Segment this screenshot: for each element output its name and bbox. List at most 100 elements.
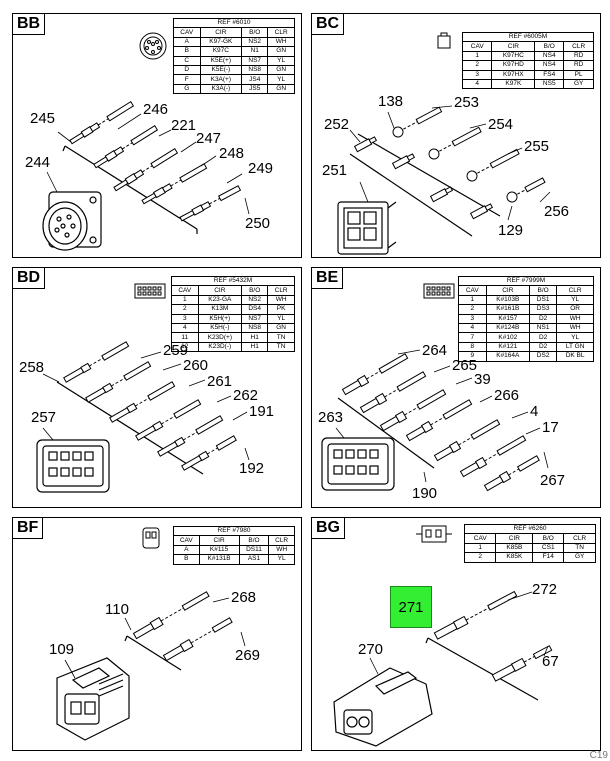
connector-face-icon [423,283,455,299]
panel-bc: BC [311,13,601,258]
col-header: CAV [173,27,201,38]
bc-leaders [349,105,551,221]
panel-bd: BD [12,267,302,508]
panel-title: BF [13,518,44,539]
callout-label: 4 [530,403,539,420]
ref-title: REF #7980 [173,525,295,537]
col-header: CLR [556,285,594,296]
col-header: CAV [171,285,199,296]
bf-leaders [64,597,246,679]
callout-label: 109 [49,641,75,658]
col-header: CLR [267,285,295,296]
callout-label: 267 [540,472,566,489]
bf-artwork [56,527,246,741]
col-header: CAV [173,535,200,546]
bf-plug-connector [56,657,130,741]
callout-label: 251 [322,162,348,179]
col-header: CLR [268,535,295,546]
col-header: CLR [563,533,596,544]
callout-label: 191 [249,403,275,420]
col-header: CIR [485,285,531,296]
callout-label: 129 [498,222,524,239]
be-artwork [321,283,549,492]
bg-housing-connector [333,667,433,747]
callout-label: 272 [532,581,558,598]
group-bracket [56,381,204,475]
panel-title: BD [13,268,46,289]
col-header: B/O [529,285,558,296]
panel-title: BG [312,518,345,539]
bb-round-connector [42,191,102,251]
col-header: B/O [241,27,269,38]
col-header: CAV [458,285,487,296]
panel-bb: BB [12,13,302,258]
ref-title: REF #6005M [462,31,594,43]
be-rect-connector [321,437,395,491]
highlighted-part-271[interactable]: 271 [390,586,432,628]
group-bracket [124,635,182,671]
connector-face-icon [139,32,167,60]
group-bracket [349,133,501,237]
callout-label: 246 [143,101,169,118]
callout-label: 252 [324,116,350,133]
callout-label: 17 [542,419,559,436]
callout-label: 250 [245,215,271,232]
group-bracket [62,145,198,234]
callout-label: 262 [233,387,259,404]
ref-title: REF #7999M [458,275,594,287]
callout-label: 244 [25,154,51,171]
bb-artwork [42,32,250,251]
bc-terminals [353,106,546,220]
col-header: CIR [495,533,534,544]
ref-title: REF #6010 [173,17,295,29]
col-header: CIR [198,535,240,546]
bg-leaders [369,591,549,675]
be-leaders [335,349,549,483]
bd-terminals [63,341,237,471]
callout-label: 67 [542,653,559,670]
col-header: B/O [534,41,565,52]
col-header: CAV [463,533,497,544]
col-header: B/O [532,533,565,544]
callout-label: 245 [30,110,56,127]
callout-label: 255 [524,138,550,155]
callout-label: 260 [183,357,209,374]
col-header: CLR [267,27,295,38]
callout-label: 249 [248,160,274,177]
ref-title: REF #6260 [464,523,596,535]
callout-label: 268 [231,589,257,606]
callout-label: 256 [544,203,570,220]
connector-face-icon [416,525,452,543]
callout-label: 264 [422,342,448,359]
bf-terminals [132,591,233,662]
connector-face-icon [134,283,166,299]
callout-label: 269 [235,647,261,664]
bb-terminals [69,101,242,222]
bd-artwork [36,283,250,493]
group-bracket [425,637,539,701]
callout-label: 190 [412,485,438,502]
panel-title: BC [312,14,345,35]
